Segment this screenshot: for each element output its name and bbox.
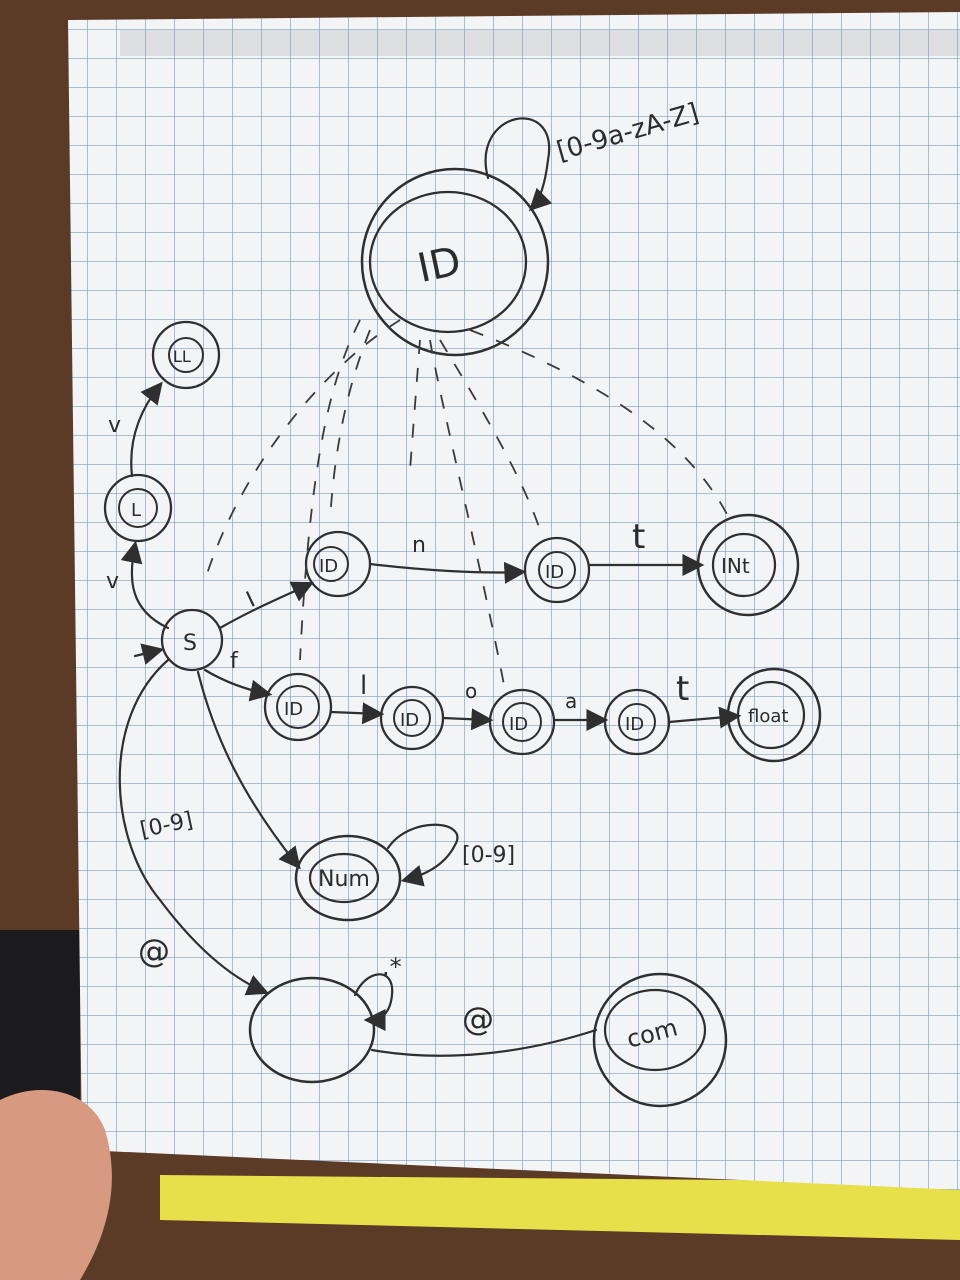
state-l-label: L [131,500,141,521]
edge-s-to-num [196,670,301,870]
edge-i-to-in [368,561,527,584]
edge-s-to-l-label: v [106,569,119,594]
edge-num-loop [386,823,459,887]
edge-s-to-i [218,581,314,630]
state-int-label: INt [721,554,750,578]
state-start-label: S [183,631,197,656]
notebook-page [68,12,960,1190]
edge-fl-to-flo-label: o [465,679,477,703]
state-num-label: Num [318,867,370,892]
state-ll-label: LL [173,347,191,366]
edge-floa-to-float-label: t [676,669,689,709]
edge-flo-to-floa-label: a [565,689,577,713]
state-fl-label: ID [400,710,419,731]
edge-i-to-in-label: n [412,533,426,558]
yellow-page-edge [160,1175,960,1240]
spiral-binding [120,30,960,56]
edge-f-to-fl-label: l [360,671,367,701]
thumb [0,1090,112,1280]
edge-s-to-f [203,668,273,702]
edge-id-loop [484,117,553,212]
state-start: S [160,608,224,672]
edge-l-to-ll-label: v [108,413,121,438]
state-int: INt [696,513,800,617]
edge-comment-loop [353,973,394,1031]
state-id-top: ID [360,167,550,357]
edge-comment-loop-label: .* [382,953,402,981]
state-flo-label: ID [509,714,528,735]
edge-l-to-ll [130,381,163,478]
edge-comment-to-com-label: @ [462,1000,494,1038]
state-floa-label: ID [625,714,644,735]
start-arrow [133,643,165,665]
state-flo: ID [488,688,556,756]
state-float-label: float [748,706,788,727]
edge-num-loop-label: [0-9] [462,843,515,868]
edge-s-to-f-label: f [230,649,239,674]
edge-comment-to-com [370,1028,598,1057]
edge-in-to-int-label: t [632,517,645,557]
state-f: ID [263,672,333,742]
state-in-label: ID [545,562,564,583]
dashed-epsilon-lines [204,319,731,691]
edge-s-to-l [120,540,170,630]
state-i-label: ID [319,556,338,577]
edge-s-to-comment-label: @ [138,932,170,970]
edge-floa-to-float [667,706,742,729]
state-num: Num [294,834,402,922]
edge-fl-to-flo [441,708,494,731]
state-ll: LL [151,320,221,390]
state-f-label: ID [284,699,303,720]
state-id-top-label: ID [414,238,465,292]
edge-f-to-fl [329,702,385,725]
edge-s-to-comment [118,658,270,996]
